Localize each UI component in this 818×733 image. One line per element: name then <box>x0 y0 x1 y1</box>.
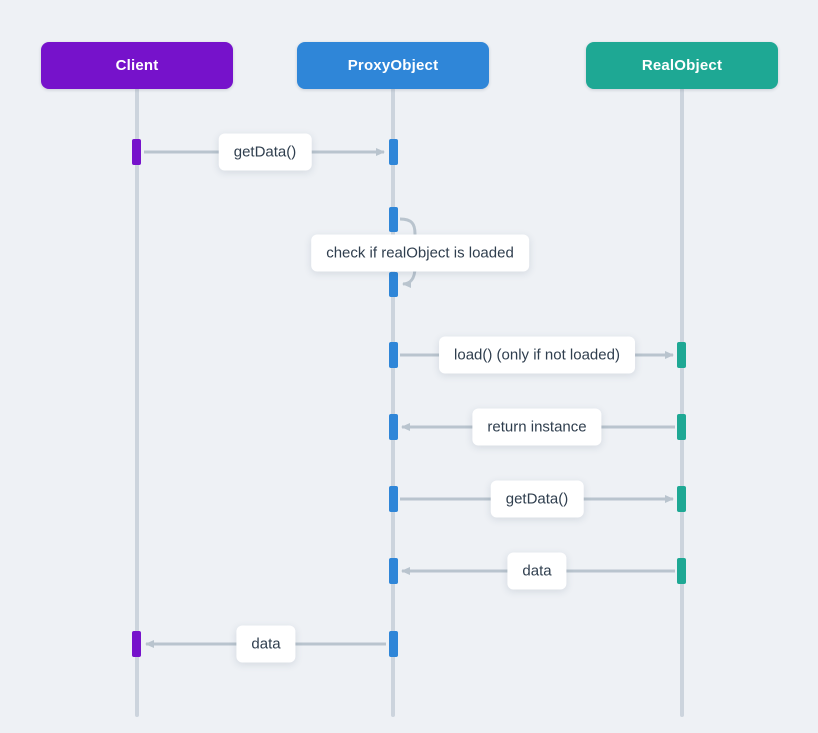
activation-bar-real-load <box>677 342 686 368</box>
activation-bar-proxy-self-top <box>389 207 398 232</box>
activation-bar-client-2 <box>132 631 141 657</box>
activation-bar-client-1 <box>132 139 141 165</box>
activation-bar-proxy-final <box>389 631 398 657</box>
message-label-check-loaded: check if realObject is loaded <box>311 234 529 272</box>
actor-proxyobject: ProxyObject <box>297 42 489 89</box>
activation-bar-real-getdata <box>677 486 686 512</box>
message-label-getdata-2: getData() <box>490 480 584 518</box>
activation-bar-proxy-load <box>389 342 398 368</box>
message-label-load: load() (only if not loaded) <box>439 336 635 374</box>
actor-client: Client <box>41 42 233 89</box>
activation-bar-proxy-data <box>389 558 398 584</box>
activation-bar-real-return <box>677 414 686 440</box>
message-label-data-1: data <box>507 552 567 590</box>
message-label-data-2: data <box>236 625 296 663</box>
activation-bar-proxy-return <box>389 414 398 440</box>
activation-bar-proxy-self-bottom <box>389 272 398 297</box>
activation-bar-real-data <box>677 558 686 584</box>
actor-realobject: RealObject <box>586 42 778 89</box>
message-label-getdata-1: getData() <box>218 133 312 171</box>
message-label-return-instance: return instance <box>472 408 602 446</box>
activation-bar-proxy-getdata <box>389 486 398 512</box>
activation-bar-proxy-1 <box>389 139 398 165</box>
